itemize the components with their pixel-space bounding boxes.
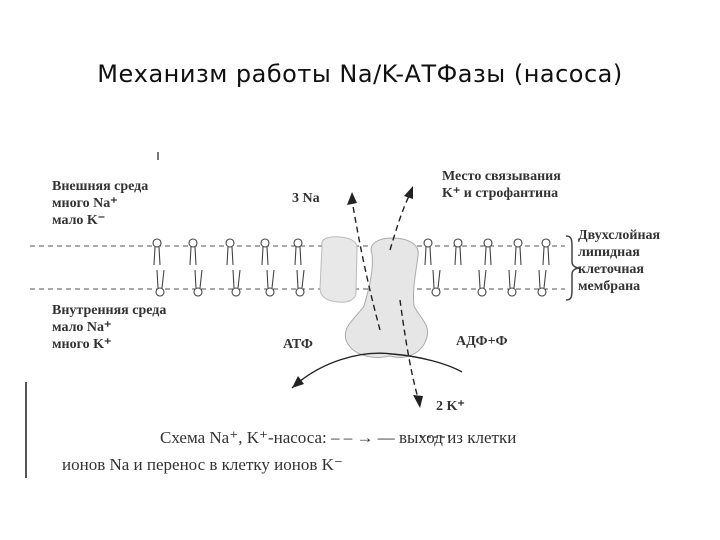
lipid-bottom-layer xyxy=(155,269,547,297)
k-in-arrow xyxy=(399,299,419,399)
page-title: Механизм работы Na/K-АТФазы (насоса) xyxy=(97,60,623,88)
membrane-bilayer xyxy=(30,245,565,290)
lipid-top-layer xyxy=(152,238,551,266)
atp-adp-arrow xyxy=(291,352,463,389)
pump-protein xyxy=(344,237,428,358)
atp-label: АТФ xyxy=(283,337,313,352)
na-out-arrow xyxy=(351,199,381,331)
k-site-arrow xyxy=(389,193,411,251)
protein-subunit-left xyxy=(319,236,358,303)
caption-line-1: Схема Na⁺, K⁺-насоса: – – → — выход из к… xyxy=(160,428,517,447)
adp-label: АДФ+Ф xyxy=(456,334,508,349)
caption-line-2: ионов Na и перенос в клетку ионов K⁻ xyxy=(62,455,343,474)
membrane-brace xyxy=(565,235,581,301)
na-ions-label: 3 Na xyxy=(292,191,320,206)
k-ions-label: 2 K⁺ xyxy=(436,399,465,414)
